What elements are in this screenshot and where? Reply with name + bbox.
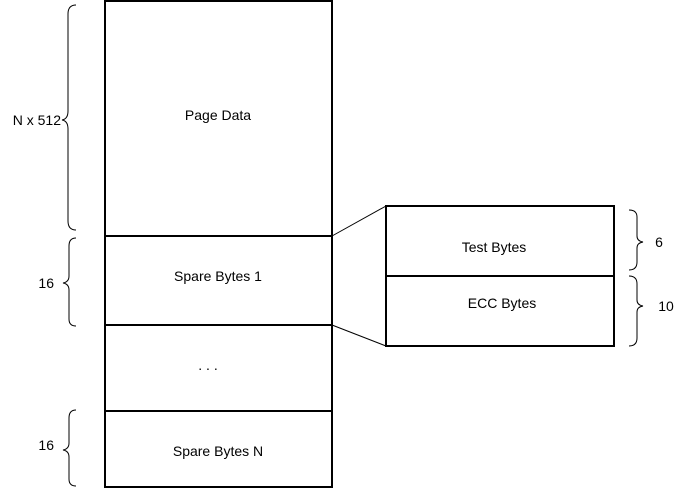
- spare-bytes-n-label: Spare Bytes N: [173, 443, 263, 459]
- ecc-bytes-brace: [628, 275, 644, 347]
- test-bytes-brace: [628, 209, 644, 271]
- page-data-label: Page Data: [185, 107, 251, 123]
- main-column-outline: [104, 0, 333, 488]
- ecc-bytes-label: ECC Bytes: [468, 295, 536, 311]
- page-data-size-label: N x 512: [13, 112, 61, 128]
- connector-top-line: [331, 205, 387, 237]
- main-memory-column: Page Data Spare Bytes 1 . . . Spare Byte…: [104, 0, 333, 488]
- ellipsis-label: . . .: [198, 357, 217, 373]
- right-size-braces: 6 10: [628, 209, 674, 347]
- expansion-connectors: [331, 205, 387, 347]
- spare-bytes-1-label: Spare Bytes 1: [174, 268, 262, 284]
- left-size-braces: N x 512 16 16: [13, 4, 77, 487]
- spare-bytes-1-brace: [62, 237, 77, 327]
- test-bytes-size-label: 6: [655, 234, 663, 250]
- test-bytes-label: Test Bytes: [462, 239, 527, 255]
- connector-bottom-line: [331, 324, 387, 347]
- spare-bytes-n-size-label: 16: [38, 437, 54, 453]
- spare-bytes-1-size-label: 16: [38, 275, 54, 291]
- spare-bytes-n-brace: [62, 409, 77, 487]
- spare-bytes-detail: Test Bytes ECC Bytes: [385, 205, 615, 347]
- page-data-brace: [61, 4, 77, 231]
- ecc-bytes-size-label: 10: [658, 298, 674, 314]
